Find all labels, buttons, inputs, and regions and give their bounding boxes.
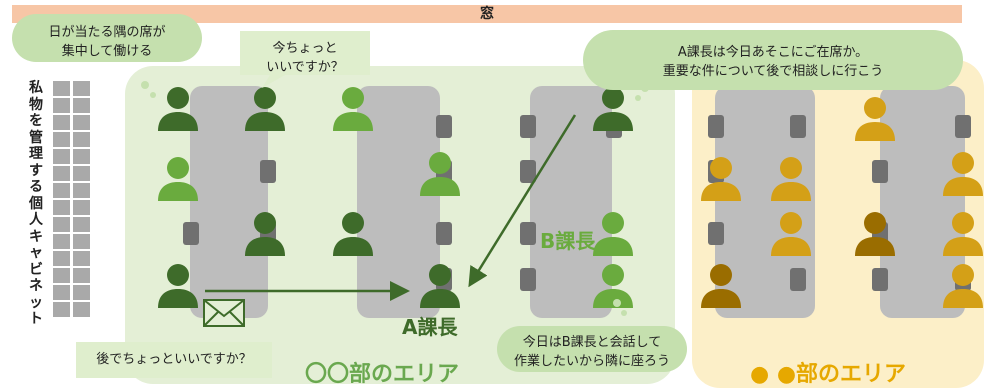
manager-b-label: B課長 <box>540 229 596 253</box>
bubble-line: 今ちょっと <box>272 41 338 56</box>
cabinet-cell <box>52 284 71 301</box>
bubble-line: いいですか？ <box>266 60 344 75</box>
cabinet-cell <box>72 301 91 318</box>
cabinet-cell <box>72 148 91 165</box>
desk-island-5 <box>880 86 965 318</box>
speech-bubble-sunny-seat: 日が当たる隅の席が 集中して働ける <box>12 14 202 62</box>
person-icon <box>417 262 463 310</box>
cabinet-cell <box>52 131 71 148</box>
cabinet-cell <box>72 165 91 182</box>
cabinet-cell <box>52 216 71 233</box>
bubble-line: 重要な件について後で相談しに行こう <box>662 64 884 79</box>
left-area-label: 〇〇部のエリア <box>305 362 460 387</box>
cabinet-cell <box>72 250 91 267</box>
person-icon <box>698 155 744 203</box>
chair <box>520 115 536 138</box>
cabinet-cell <box>52 97 71 114</box>
right-area-label: ● ●部のエリア <box>750 362 907 387</box>
cabinet-cell <box>52 182 71 199</box>
chair <box>520 268 536 291</box>
cabinet-cell <box>72 182 91 199</box>
cabinet-cell <box>72 114 91 131</box>
chair <box>708 115 724 138</box>
person-icon <box>242 85 288 133</box>
chair <box>260 160 276 183</box>
cabinet-cell <box>72 80 91 97</box>
person-icon <box>155 155 201 203</box>
person-icon <box>155 85 201 133</box>
bubble-line: A課長は今日あそこにご在席か。 <box>677 45 869 60</box>
bubble-line: 作業したいから隣に座ろう <box>513 354 670 369</box>
cabinet-cell <box>72 199 91 216</box>
chair <box>436 115 452 138</box>
cabinet-cell <box>72 131 91 148</box>
chair <box>790 115 806 138</box>
person-icon <box>852 210 898 258</box>
chair <box>183 222 199 245</box>
person-icon <box>940 150 984 198</box>
window-label: 窓 <box>480 6 494 22</box>
person-icon <box>330 210 376 258</box>
bubble-line: 日が当たる隅の席が <box>48 25 166 40</box>
cabinet-cell <box>72 233 91 250</box>
bubble-tail-4 <box>262 75 285 88</box>
cabinet-cell <box>52 80 71 97</box>
person-icon <box>698 262 744 310</box>
chair <box>520 160 536 183</box>
cabinet-cell <box>52 148 71 165</box>
person-icon <box>940 262 984 310</box>
chair <box>955 115 971 138</box>
chair <box>708 222 724 245</box>
chair <box>872 160 888 183</box>
person-icon <box>590 262 636 310</box>
person-icon <box>768 210 814 258</box>
cabinet-cell <box>72 216 91 233</box>
person-icon <box>417 150 463 198</box>
manager-a-label: A課長 <box>402 315 458 339</box>
speech-bubble-talk-with-b: 今日はB課長と会話して 作業したいから隣に座ろう <box>497 326 687 372</box>
speech-box-later-ok: 後でちょっといいですか？ <box>76 342 272 378</box>
cabinet-cell <box>52 233 71 250</box>
person-icon <box>330 85 376 133</box>
person-icon <box>940 210 984 258</box>
chair <box>520 222 536 245</box>
chair <box>790 268 806 291</box>
bubble-tail-2 <box>635 84 649 101</box>
person-icon <box>155 262 201 310</box>
person-icon <box>590 210 636 258</box>
speech-bubble-manager-a-present: A課長は今日あそこにご在席か。 重要な件について後で相談しに行こう <box>583 30 963 90</box>
cabinet-cell <box>72 267 91 284</box>
person-icon <box>242 210 288 258</box>
cabinet-cell <box>52 199 71 216</box>
envelope-icon <box>203 299 245 327</box>
chair <box>872 268 888 291</box>
cabinet-cell <box>72 284 91 301</box>
bubble-line: 今日はB課長と会話して <box>522 335 662 350</box>
chair <box>436 222 452 245</box>
cabinet-cell <box>52 250 71 267</box>
cabinet-cell <box>52 165 71 182</box>
cabinet-cell <box>72 97 91 114</box>
cabinet-cell <box>52 301 71 318</box>
bubble-tail-1 <box>141 81 156 98</box>
cabinet-cell <box>52 114 71 131</box>
bubble-line: 後でちょっといいですか？ <box>96 352 252 367</box>
speech-box-quick-question: 今ちょっと いいですか？ <box>240 31 370 75</box>
person-icon <box>768 155 814 203</box>
bubble-tail-3 <box>613 299 627 316</box>
person-icon <box>590 85 636 133</box>
cabinet-label: 私物を管理する個人キャビネット <box>29 80 43 327</box>
bubble-line: 集中して働ける <box>61 44 153 59</box>
person-icon <box>852 95 898 143</box>
cabinet-cell <box>52 267 71 284</box>
window-bar: 窓 <box>12 5 962 23</box>
walk-arrow <box>468 114 577 288</box>
